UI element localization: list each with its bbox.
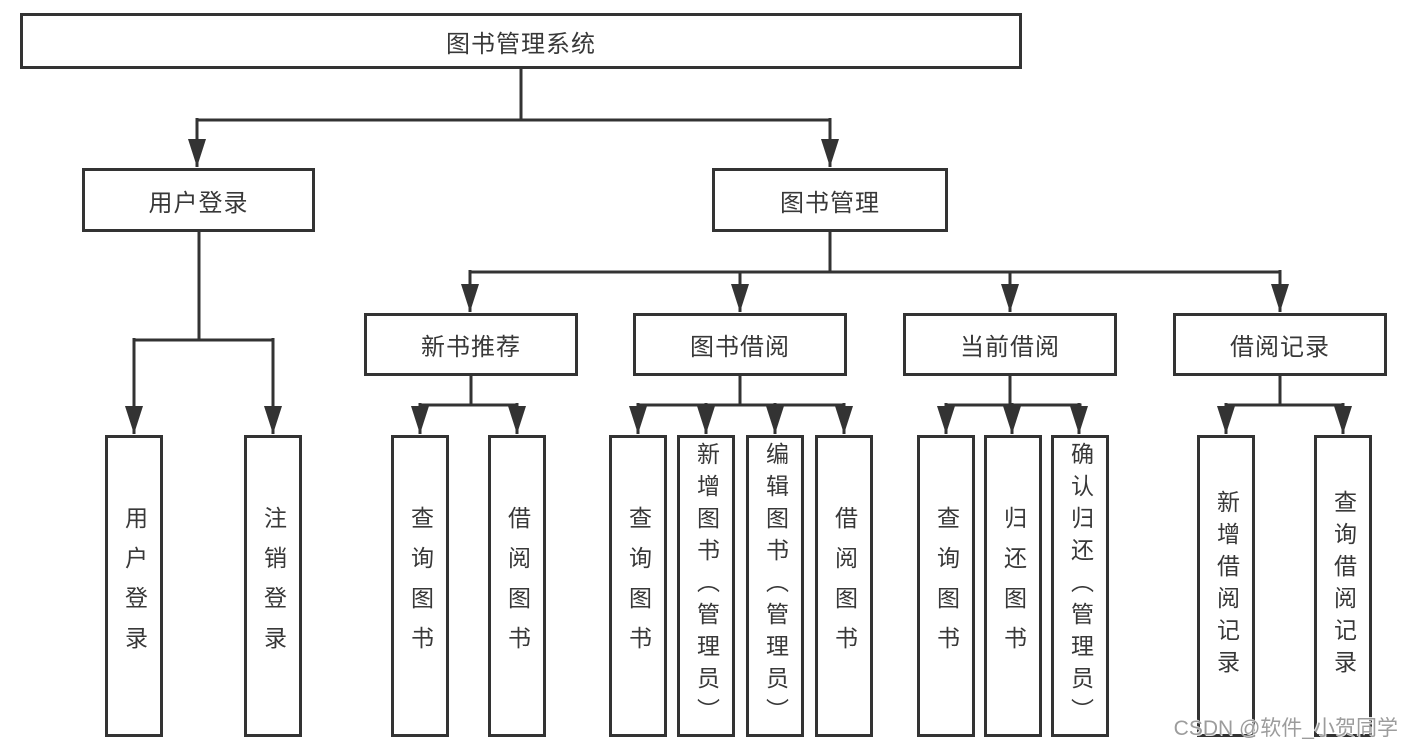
leaf-br-query-record-label: 查询借阅记录 <box>1330 490 1357 682</box>
node-borrowing-records-label: 借阅记录 <box>1230 334 1330 361</box>
connector-current-borrowing-bus <box>944 375 1082 407</box>
leaf-nb-query-books-label: 查询图书 <box>407 506 434 666</box>
leaf-cb-confirm-return-admin: 确认归还（管理员） <box>1051 435 1109 737</box>
connector-borrowing-records-bus <box>1224 375 1345 407</box>
leaf-br-add-record: 新增借阅记录 <box>1197 435 1255 737</box>
connector-new-book-bus <box>418 375 519 407</box>
connector-user-login-bus <box>132 232 275 342</box>
leaf-user-login-label: 用户登录 <box>121 506 148 666</box>
leaf-bb-add-books-admin: 新增图书（管理员） <box>677 435 735 737</box>
node-borrowing-records: 借阅记录 <box>1173 313 1387 376</box>
node-book-management-label: 图书管理 <box>780 189 880 217</box>
leaf-bb-edit-books-admin: 编辑图书（管理员） <box>746 435 804 737</box>
leaf-br-query-record: 查询借阅记录 <box>1314 435 1372 737</box>
leaf-bb-borrow-books-label: 借阅图书 <box>831 506 858 666</box>
leaf-bb-add-books-admin-label: 新增图书（管理员） <box>693 442 720 730</box>
leaf-nb-borrow-books-label: 借阅图书 <box>504 506 531 666</box>
root-node-label: 图书管理系统 <box>446 30 596 58</box>
leaf-bb-borrow-books: 借阅图书 <box>815 435 873 737</box>
leaf-bb-query-books-label: 查询图书 <box>625 506 652 666</box>
leaf-cb-return-books: 归还图书 <box>984 435 1042 737</box>
connector-root-bus <box>195 68 832 122</box>
node-book-management: 图书管理 <box>712 168 948 232</box>
csdn-watermark: CSDN @软件_小贺同学 <box>1173 717 1398 740</box>
node-current-borrowing-label: 当前借阅 <box>960 334 1060 361</box>
node-user-login: 用户登录 <box>82 168 315 232</box>
leaf-bb-query-books: 查询图书 <box>609 435 667 737</box>
leaf-cb-query-books: 查询图书 <box>917 435 975 737</box>
connector-book-borrowing-bus <box>636 375 846 407</box>
leaf-nb-borrow-books: 借阅图书 <box>488 435 546 737</box>
node-new-book-recommend: 新书推荐 <box>364 313 578 376</box>
leaf-cb-confirm-return-admin-label: 确认归还（管理员） <box>1067 442 1094 730</box>
connector-book-management-bus <box>468 232 1282 274</box>
node-user-login-label: 用户登录 <box>148 189 249 217</box>
node-book-borrowing-label: 图书借阅 <box>690 334 790 361</box>
leaf-cb-return-books-label: 归还图书 <box>1000 506 1027 666</box>
node-book-borrowing: 图书借阅 <box>633 313 847 376</box>
node-current-borrowing: 当前借阅 <box>903 313 1117 376</box>
leaf-br-add-record-label: 新增借阅记录 <box>1213 490 1240 682</box>
node-new-book-recommend-label: 新书推荐 <box>421 334 521 361</box>
leaf-logout-label: 注销登录 <box>260 506 287 666</box>
leaf-nb-query-books: 查询图书 <box>391 435 449 737</box>
leaf-user-login: 用户登录 <box>105 435 163 737</box>
leaf-logout: 注销登录 <box>244 435 302 737</box>
leaf-cb-query-books-label: 查询图书 <box>933 506 960 666</box>
root-node: 图书管理系统 <box>20 13 1022 69</box>
leaf-bb-edit-books-admin-label: 编辑图书（管理员） <box>762 442 789 730</box>
